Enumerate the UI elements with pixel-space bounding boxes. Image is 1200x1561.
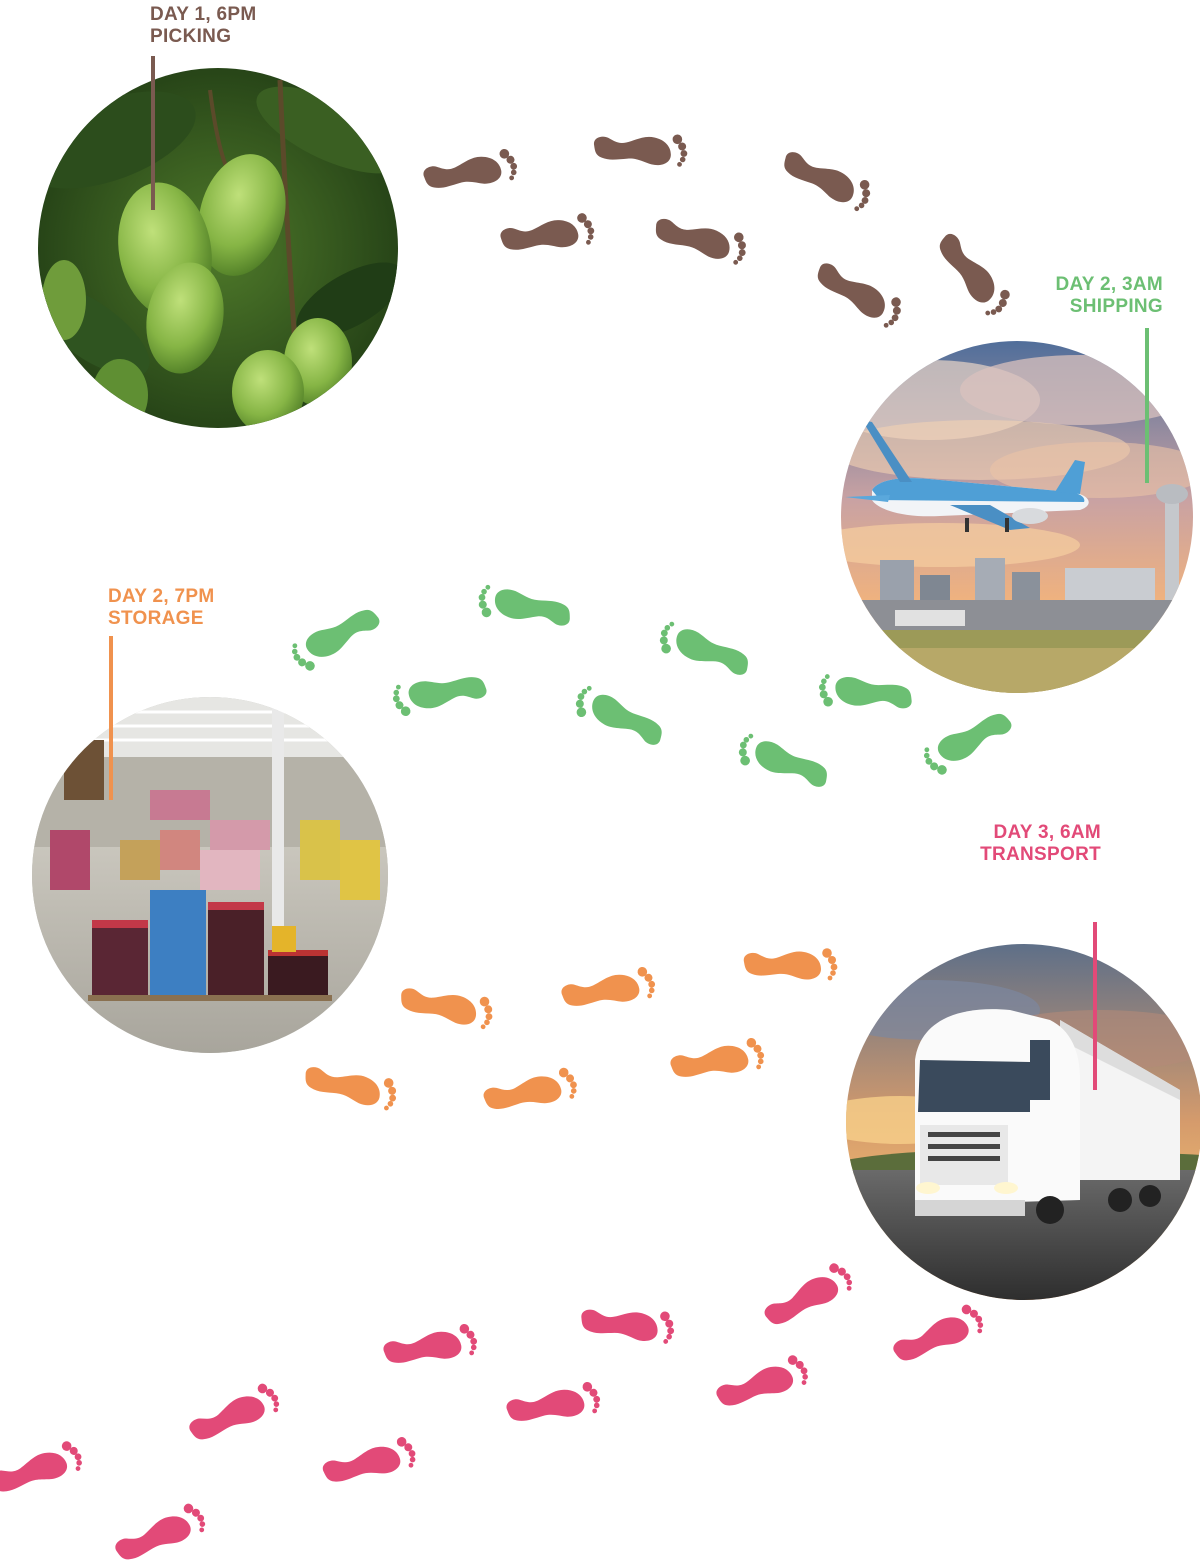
transport-time: DAY 3, 6AM [993,822,1101,843]
footprint-icon [319,1434,419,1490]
footprint-icon [593,131,688,168]
footprint-icon [421,147,520,196]
shipping-time: DAY 2, 3AM [1055,274,1163,295]
footprints-pink [0,1258,988,1561]
footprint-icon [498,211,597,257]
footprint-icon [0,1438,86,1501]
footprint-icon [743,948,838,981]
footprints-brown [421,131,1016,332]
footprint-icon [712,1352,812,1415]
footprint-icon [651,212,751,267]
footprint-icon [559,965,658,1014]
transport-label: DAY 3, 6AM TRANSPORT [980,822,1101,866]
footprint-icon [919,704,1017,780]
shipping-label: DAY 2, 3AM SHIPPING [1055,274,1163,318]
footprint-icon [481,1065,580,1117]
footprint-icon [668,1036,767,1085]
storage-label: DAY 2, 7PM STORAGE [108,586,215,630]
airplane-photo [841,341,1193,693]
footprint-icon [301,1060,400,1112]
footprint-icon [817,673,914,714]
picking-time: DAY 1, 6PM [150,4,257,25]
footprint-icon [759,1258,857,1334]
footprint-icon [390,669,489,718]
footprint-icon [733,731,833,794]
footprint-icon [930,227,1016,321]
footprint-icon [569,683,669,752]
footprint-icon [888,1300,988,1370]
footprint-icon [475,583,574,632]
footprint-icon [654,619,754,682]
footprint-icon [184,1379,284,1449]
footprint-icon [287,600,385,676]
storage-time: DAY 2, 7PM [108,586,215,607]
picking-step: PICKING [150,26,232,47]
warehouse-photo [32,697,388,1053]
storage-step: STORAGE [108,608,204,629]
transport-step: TRANSPORT [980,844,1101,865]
footprint-icon [397,982,496,1031]
footprint-icon [504,1380,603,1429]
footprint-icon [777,145,877,214]
footprint-icon [381,1322,480,1371]
mango-photo [38,68,398,428]
picking-label: DAY 1, 6PM PICKING [150,4,257,48]
footprint-icon [110,1499,210,1561]
footprints-orange [301,948,838,1117]
footprint-icon [579,1304,676,1345]
shipping-step: SHIPPING [1069,296,1163,317]
truck-photo [846,944,1200,1300]
footprint-icon [810,256,908,332]
